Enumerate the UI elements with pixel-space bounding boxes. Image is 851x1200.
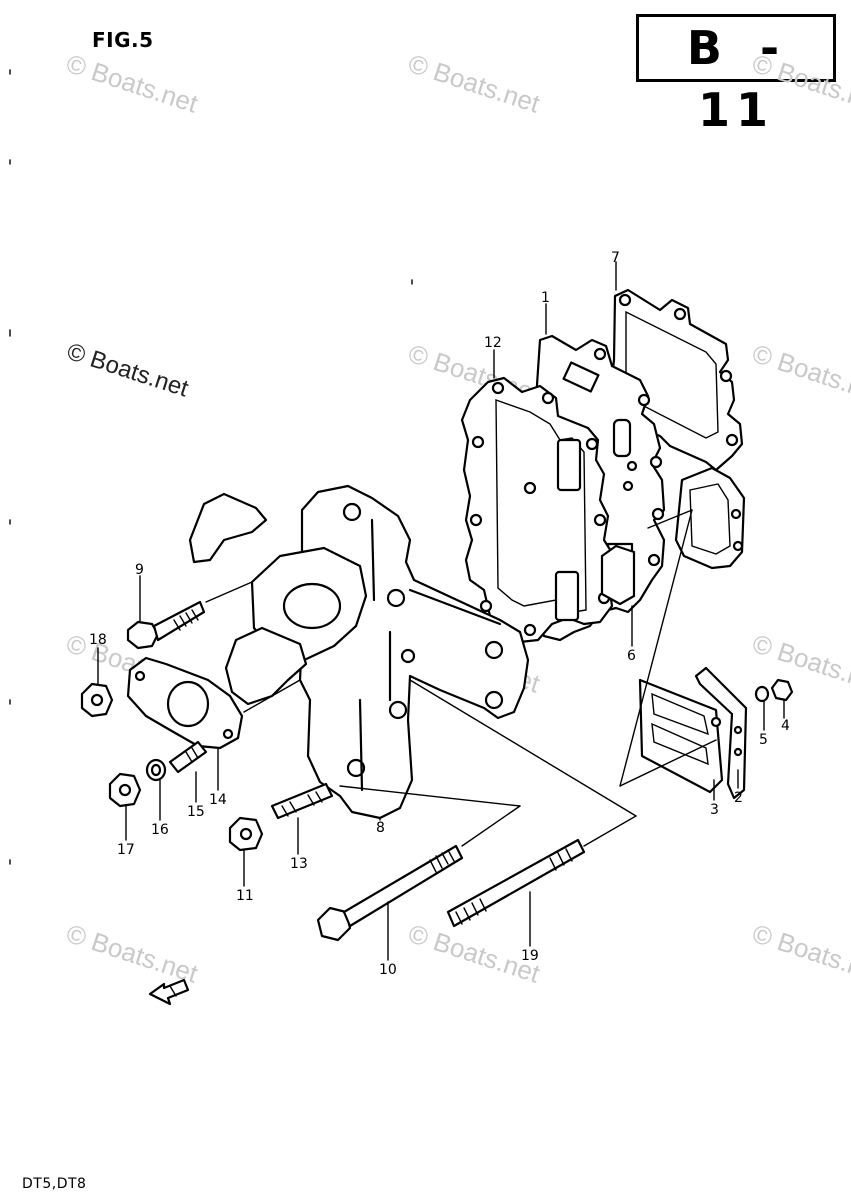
part-16-washer [145, 758, 167, 782]
part-17-nut [108, 772, 142, 808]
part-11-nut [228, 816, 264, 852]
part-13-stud [270, 782, 334, 820]
page-code: B - 11 [686, 21, 786, 137]
part-8-intake-manifold [188, 484, 530, 820]
callout-16: 16 [151, 822, 169, 838]
callout-19: 19 [521, 948, 539, 964]
model-label: DT5,DT8 [22, 1176, 87, 1192]
callout-2: 2 [734, 790, 743, 806]
callout-17: 17 [117, 842, 135, 858]
part-14-insulator-gasket [126, 656, 244, 750]
callout-18: 18 [89, 632, 107, 648]
callout-13: 13 [290, 856, 308, 872]
part-19-stud [446, 838, 586, 928]
callout-11: 11 [236, 888, 254, 904]
callout-3: 3 [710, 802, 719, 818]
assembly-pointer-triangle [619, 509, 717, 787]
callout-8: 8 [376, 820, 385, 836]
part-12-gasket [460, 376, 616, 644]
part-3-reed [638, 678, 724, 794]
callout-14: 14 [209, 792, 227, 808]
callout-9: 9 [135, 562, 144, 578]
page-code-box: B - 11 [636, 14, 836, 137]
callout-10: 10 [379, 962, 397, 978]
callout-1: 1 [541, 290, 550, 306]
callout-6: 6 [627, 648, 636, 664]
alignment-lines [205, 279, 637, 847]
part-15-stud [168, 740, 208, 774]
callout-12: 12 [484, 335, 502, 351]
callout-5: 5 [759, 732, 768, 748]
callout-4: 4 [781, 718, 790, 734]
callout-15: 15 [187, 804, 205, 820]
part-9-bolt [126, 600, 206, 650]
figure-label: FIG.5 [92, 28, 154, 52]
callout-7: 7 [611, 250, 620, 266]
part-2-reed-stopper [694, 666, 748, 800]
part-10-bolt [316, 844, 464, 942]
part-18-nut [80, 682, 114, 718]
part-4-screw [770, 678, 794, 702]
part-5-washer [754, 685, 770, 703]
part-6-reed-assembly [600, 544, 636, 606]
front-arrow-icon [148, 978, 190, 1006]
callout-leaders [97, 261, 785, 961]
